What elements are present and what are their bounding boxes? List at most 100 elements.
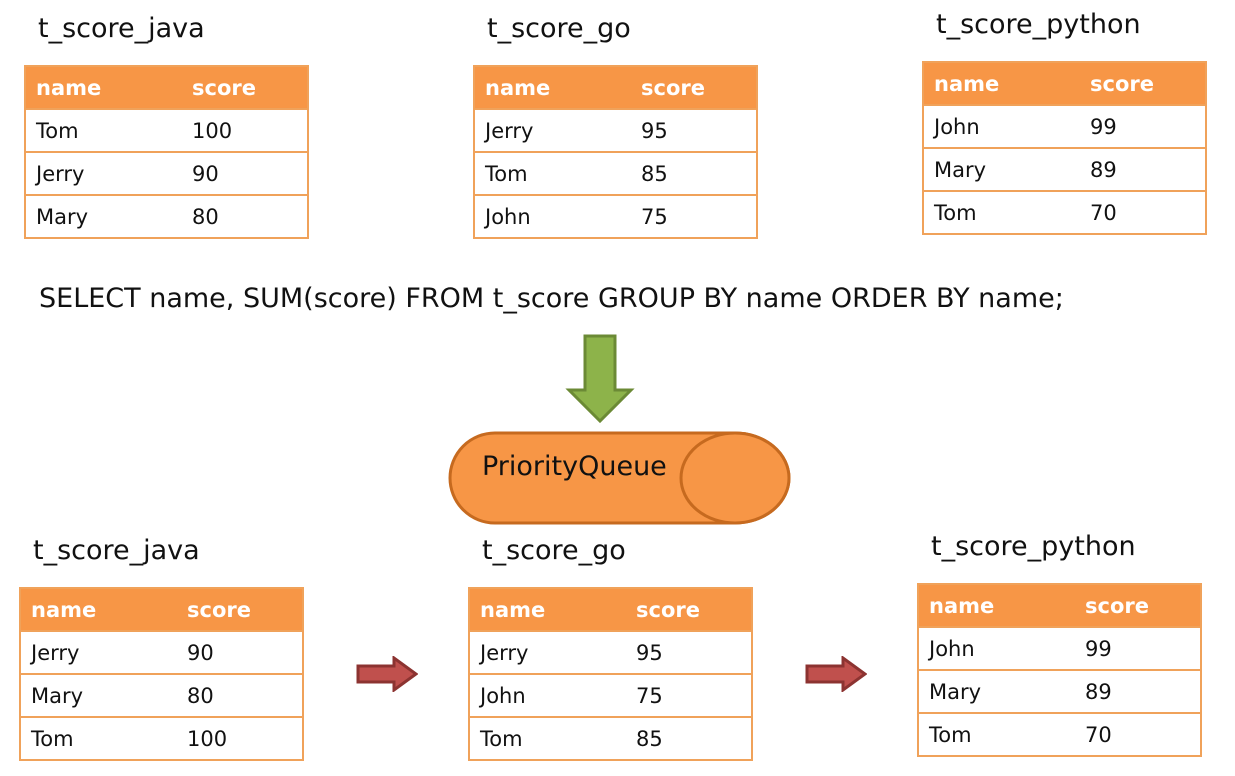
score-table: name score John 99 Mary 89 Tom 70 (917, 583, 1202, 757)
cell-score: 90 (182, 151, 308, 195)
column-header-score: score (626, 588, 752, 631)
cell-name: John (474, 194, 631, 238)
table-row: Mary 89 (923, 147, 1206, 191)
cell-name: Jerry (474, 108, 631, 152)
table-row: Jerry 95 (469, 630, 752, 674)
column-header-score: score (177, 588, 303, 631)
cell-name: Tom (474, 151, 631, 195)
bottom-table-python: t_score_python name score John 99 Mary 8… (917, 531, 1202, 757)
column-header-name: name (474, 66, 631, 109)
cell-score: 89 (1075, 669, 1201, 713)
top-table-go: t_score_go name score Jerry 95 Tom 85 Jo… (473, 13, 758, 239)
cylinder-end-cap (679, 431, 791, 525)
column-header-score: score (182, 66, 308, 109)
cell-name: Mary (25, 194, 182, 238)
cell-score: 80 (177, 673, 303, 717)
cell-score: 95 (626, 630, 752, 674)
column-header-score: score (631, 66, 757, 109)
cell-score: 95 (631, 108, 757, 152)
score-table: name score Jerry 90 Mary 80 Tom 100 (19, 587, 304, 761)
cell-name: Mary (923, 147, 1080, 191)
cell-name: Mary (918, 669, 1075, 713)
cell-score: 100 (177, 716, 303, 760)
table-header-row: name score (474, 66, 757, 109)
table-title: t_score_go (487, 13, 631, 44)
cell-name: Tom (923, 190, 1080, 234)
priority-queue-cylinder (448, 431, 791, 525)
table-header-row: name score (469, 588, 752, 631)
table-row: Tom 70 (923, 190, 1206, 234)
column-header-name: name (918, 584, 1075, 627)
cell-score: 85 (626, 716, 752, 760)
cell-name: Tom (918, 712, 1075, 756)
cell-score: 75 (631, 194, 757, 238)
table-row: Jerry 95 (474, 108, 757, 152)
cell-score: 99 (1080, 104, 1206, 148)
table-row: John 75 (469, 673, 752, 717)
cell-score: 85 (631, 151, 757, 195)
column-header-name: name (20, 588, 177, 631)
right-arrow-shape (356, 656, 418, 692)
score-table: name score Tom 100 Jerry 90 Mary 80 (24, 65, 309, 239)
table-row: Jerry 90 (20, 630, 303, 674)
table-title: t_score_java (38, 13, 205, 44)
cell-score: 90 (177, 630, 303, 674)
column-header-score: score (1075, 584, 1201, 627)
score-table: name score Jerry 95 Tom 85 John 75 (473, 65, 758, 239)
table-title: t_score_go (482, 535, 626, 566)
table-title: t_score_python (936, 9, 1141, 40)
table-row: John 99 (923, 104, 1206, 148)
table-row: John 99 (918, 626, 1201, 670)
table-title: t_score_java (33, 535, 200, 566)
table-row: Tom 70 (918, 712, 1201, 756)
cell-name: Mary (20, 673, 177, 717)
table-row: Mary 89 (918, 669, 1201, 713)
cell-score: 99 (1075, 626, 1201, 670)
table-row: Tom 85 (469, 716, 752, 760)
table-row: Tom 100 (20, 716, 303, 760)
cell-name: Jerry (25, 151, 182, 195)
down-arrow-icon (565, 334, 635, 424)
right-arrow-icon (356, 656, 418, 692)
cell-name: Tom (469, 716, 626, 760)
bottom-table-java: t_score_java name score Jerry 90 Mary 80… (19, 535, 304, 761)
priority-queue-label: PriorityQueue (482, 451, 667, 482)
cell-name: Jerry (20, 630, 177, 674)
sql-query: SELECT name, SUM(score) FROM t_score GRO… (39, 283, 1064, 314)
cell-score: 75 (626, 673, 752, 717)
column-header-name: name (923, 62, 1080, 105)
top-table-java: t_score_java name score Tom 100 Jerry 90… (24, 13, 309, 239)
bottom-table-go: t_score_go name score Jerry 95 John 75 T… (468, 535, 753, 761)
column-header-name: name (25, 66, 182, 109)
cell-score: 70 (1075, 712, 1201, 756)
cell-name: Jerry (469, 630, 626, 674)
right-arrow-icon (805, 656, 867, 692)
down-arrow-shape (565, 334, 635, 424)
table-row: Mary 80 (20, 673, 303, 717)
top-table-python: t_score_python name score John 99 Mary 8… (922, 9, 1207, 235)
column-header-score: score (1080, 62, 1206, 105)
cell-name: John (469, 673, 626, 717)
table-row: John 75 (474, 194, 757, 238)
column-header-name: name (469, 588, 626, 631)
cell-score: 80 (182, 194, 308, 238)
table-header-row: name score (918, 584, 1201, 627)
score-table: name score Jerry 95 John 75 Tom 85 (468, 587, 753, 761)
table-header-row: name score (923, 62, 1206, 105)
cell-score: 89 (1080, 147, 1206, 191)
table-row: Jerry 90 (25, 151, 308, 195)
table-header-row: name score (20, 588, 303, 631)
cell-name: John (918, 626, 1075, 670)
table-header-row: name score (25, 66, 308, 109)
cell-score: 100 (182, 108, 308, 152)
cell-name: Tom (20, 716, 177, 760)
cell-score: 70 (1080, 190, 1206, 234)
right-arrow-shape (805, 656, 867, 692)
table-row: Tom 85 (474, 151, 757, 195)
table-row: Tom 100 (25, 108, 308, 152)
cell-name: John (923, 104, 1080, 148)
table-row: Mary 80 (25, 194, 308, 238)
table-title: t_score_python (931, 531, 1136, 562)
score-table: name score John 99 Mary 89 Tom 70 (922, 61, 1207, 235)
cell-name: Tom (25, 108, 182, 152)
